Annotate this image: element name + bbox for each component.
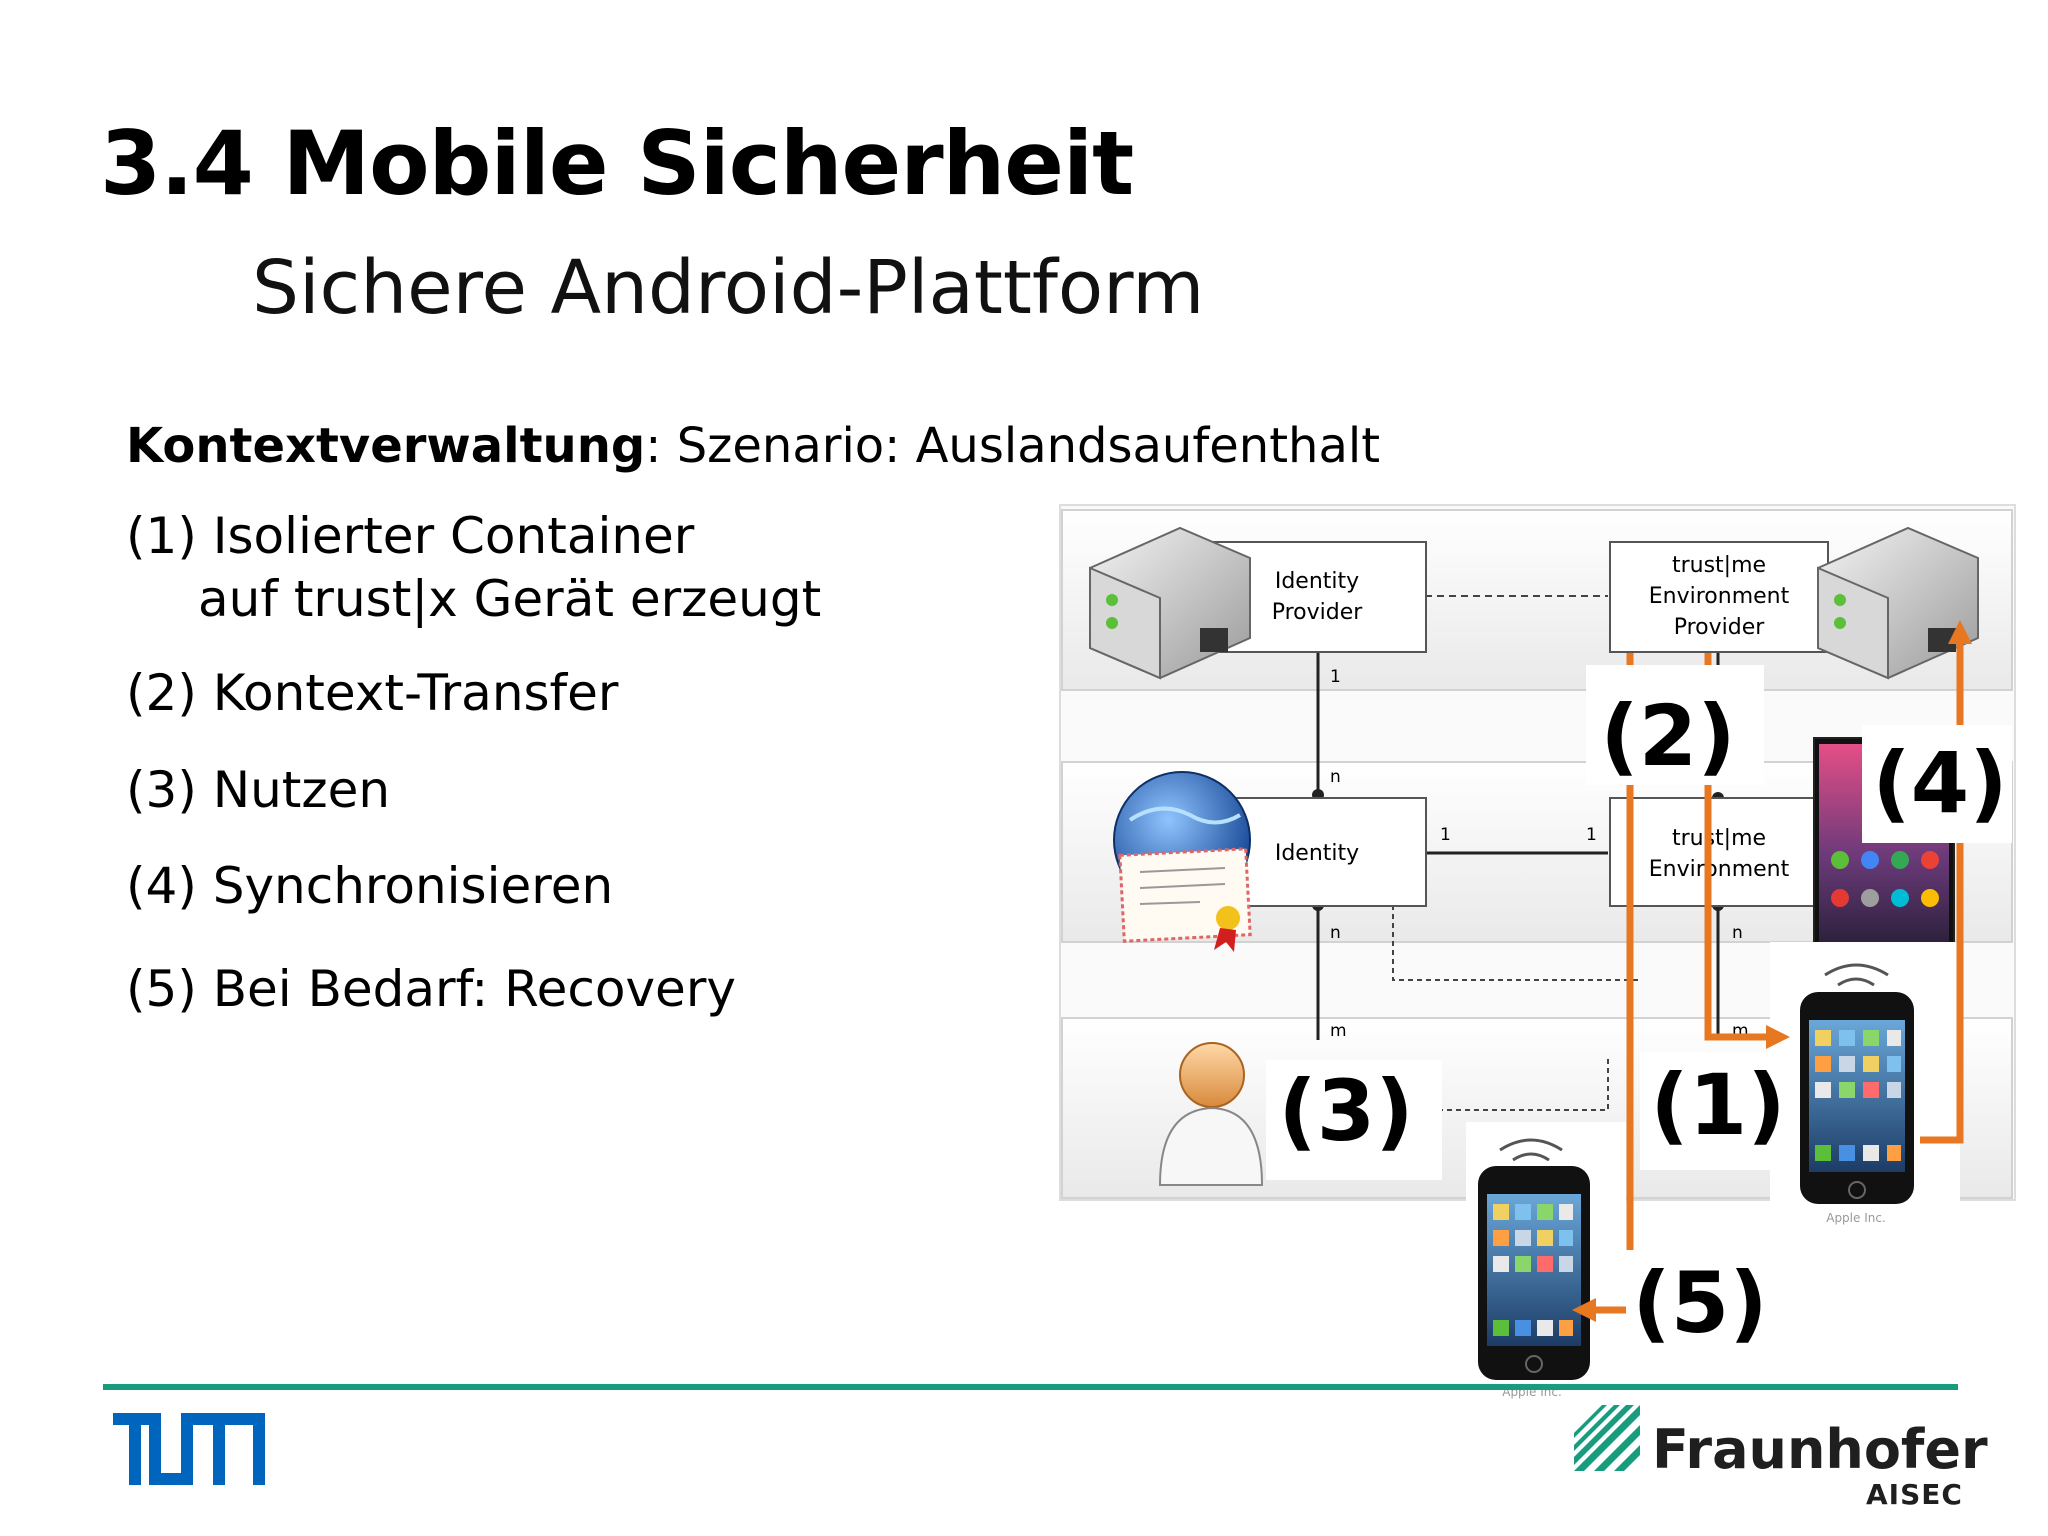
list-item-1: (1) Isolierter Container [126, 507, 695, 565]
mult-1-top: 1 [1330, 667, 1341, 687]
iphone-device-5-icon: Apple Inc. [1466, 1122, 1626, 1402]
mult-n-mid: n [1330, 767, 1341, 787]
box-trustme-env-provider-line1: trust|me [1672, 553, 1766, 578]
slide-title: 3.4 Mobile Sicherheit [100, 112, 1134, 215]
list-item-4: (4) Synchronisieren [126, 857, 614, 915]
arrow-head-sync [1948, 620, 1972, 644]
step-label-2: (2) [1600, 687, 1735, 785]
list-item-1-cont: auf trust|x Gerät erzeugt [198, 570, 822, 628]
mult-1-left: 1 [1440, 825, 1451, 845]
connector-dashed-bottom [1438, 1055, 1609, 1111]
mult-n-left: n [1330, 923, 1341, 943]
context-heading-rest: : Szenario: Auslandsaufenthalt [645, 418, 1381, 474]
iphone-device-1-icon: Apple Inc. [1770, 942, 1960, 1232]
fraunhofer-logo-icon [1574, 1405, 1640, 1471]
tum-logo [113, 1413, 265, 1485]
step-4-bg [1862, 725, 2012, 843]
box-identity-provider-line1: Identity [1275, 569, 1359, 594]
arrow-head-recovery [1572, 1298, 1596, 1322]
box-identity-label: Identity [1275, 841, 1359, 866]
certificate-globe-icon [1113, 771, 1252, 952]
list-item-5: (5) Bei Bedarf: Recovery [126, 960, 736, 1018]
mult-m-left: m [1330, 1021, 1347, 1041]
step-5-bg [1626, 1250, 1774, 1368]
server-icon-right [1817, 526, 1979, 680]
box-trustme-env-provider-line3: Provider [1674, 615, 1766, 640]
list-item-3: (3) Nutzen [126, 761, 391, 819]
context-heading: Kontextverwaltung: Szenario: Auslandsauf… [126, 418, 1380, 474]
step-3-bg [1266, 1060, 1442, 1180]
step-label-1: (1) [1650, 1056, 1785, 1154]
box-identity-provider-line2: Provider [1272, 600, 1364, 625]
fraunhofer-wordmark: Fraunhofer [1652, 1418, 1988, 1481]
context-heading-bold: Kontextverwaltung [126, 418, 646, 474]
server-icon [1089, 526, 1251, 680]
step-2-bg [1586, 665, 1764, 785]
box-trustme-env-provider [1609, 541, 1829, 653]
phone-caption-1: Apple Inc. [1826, 1211, 1886, 1225]
step-label-3: (3) [1278, 1062, 1413, 1160]
slide-subtitle: Sichere Android-Plattform [252, 245, 1205, 331]
box-trustme-env-provider-line2: Environment [1649, 584, 1790, 609]
mult-1-right: 1 [1586, 825, 1597, 845]
arrow-head-transfer [1766, 1025, 1790, 1049]
list-item-2: (2) Kontext-Transfer [126, 664, 619, 722]
step-label-4: (4) [1872, 734, 2007, 832]
step-1-bg [1640, 1052, 1788, 1170]
aisec-wordmark: AISEC [1866, 1478, 1963, 1511]
user-person-icon [1158, 1042, 1264, 1186]
box-trustme-env [1609, 797, 1829, 907]
mult-n-right: n [1732, 923, 1743, 943]
box-trustme-env-line2: Environment [1649, 857, 1790, 882]
step-label-5: (5) [1632, 1254, 1767, 1352]
box-trustme-env-line1: trust|me [1672, 826, 1766, 851]
footer-divider [103, 1384, 1958, 1390]
connector-dashed-mid [1392, 905, 1640, 981]
